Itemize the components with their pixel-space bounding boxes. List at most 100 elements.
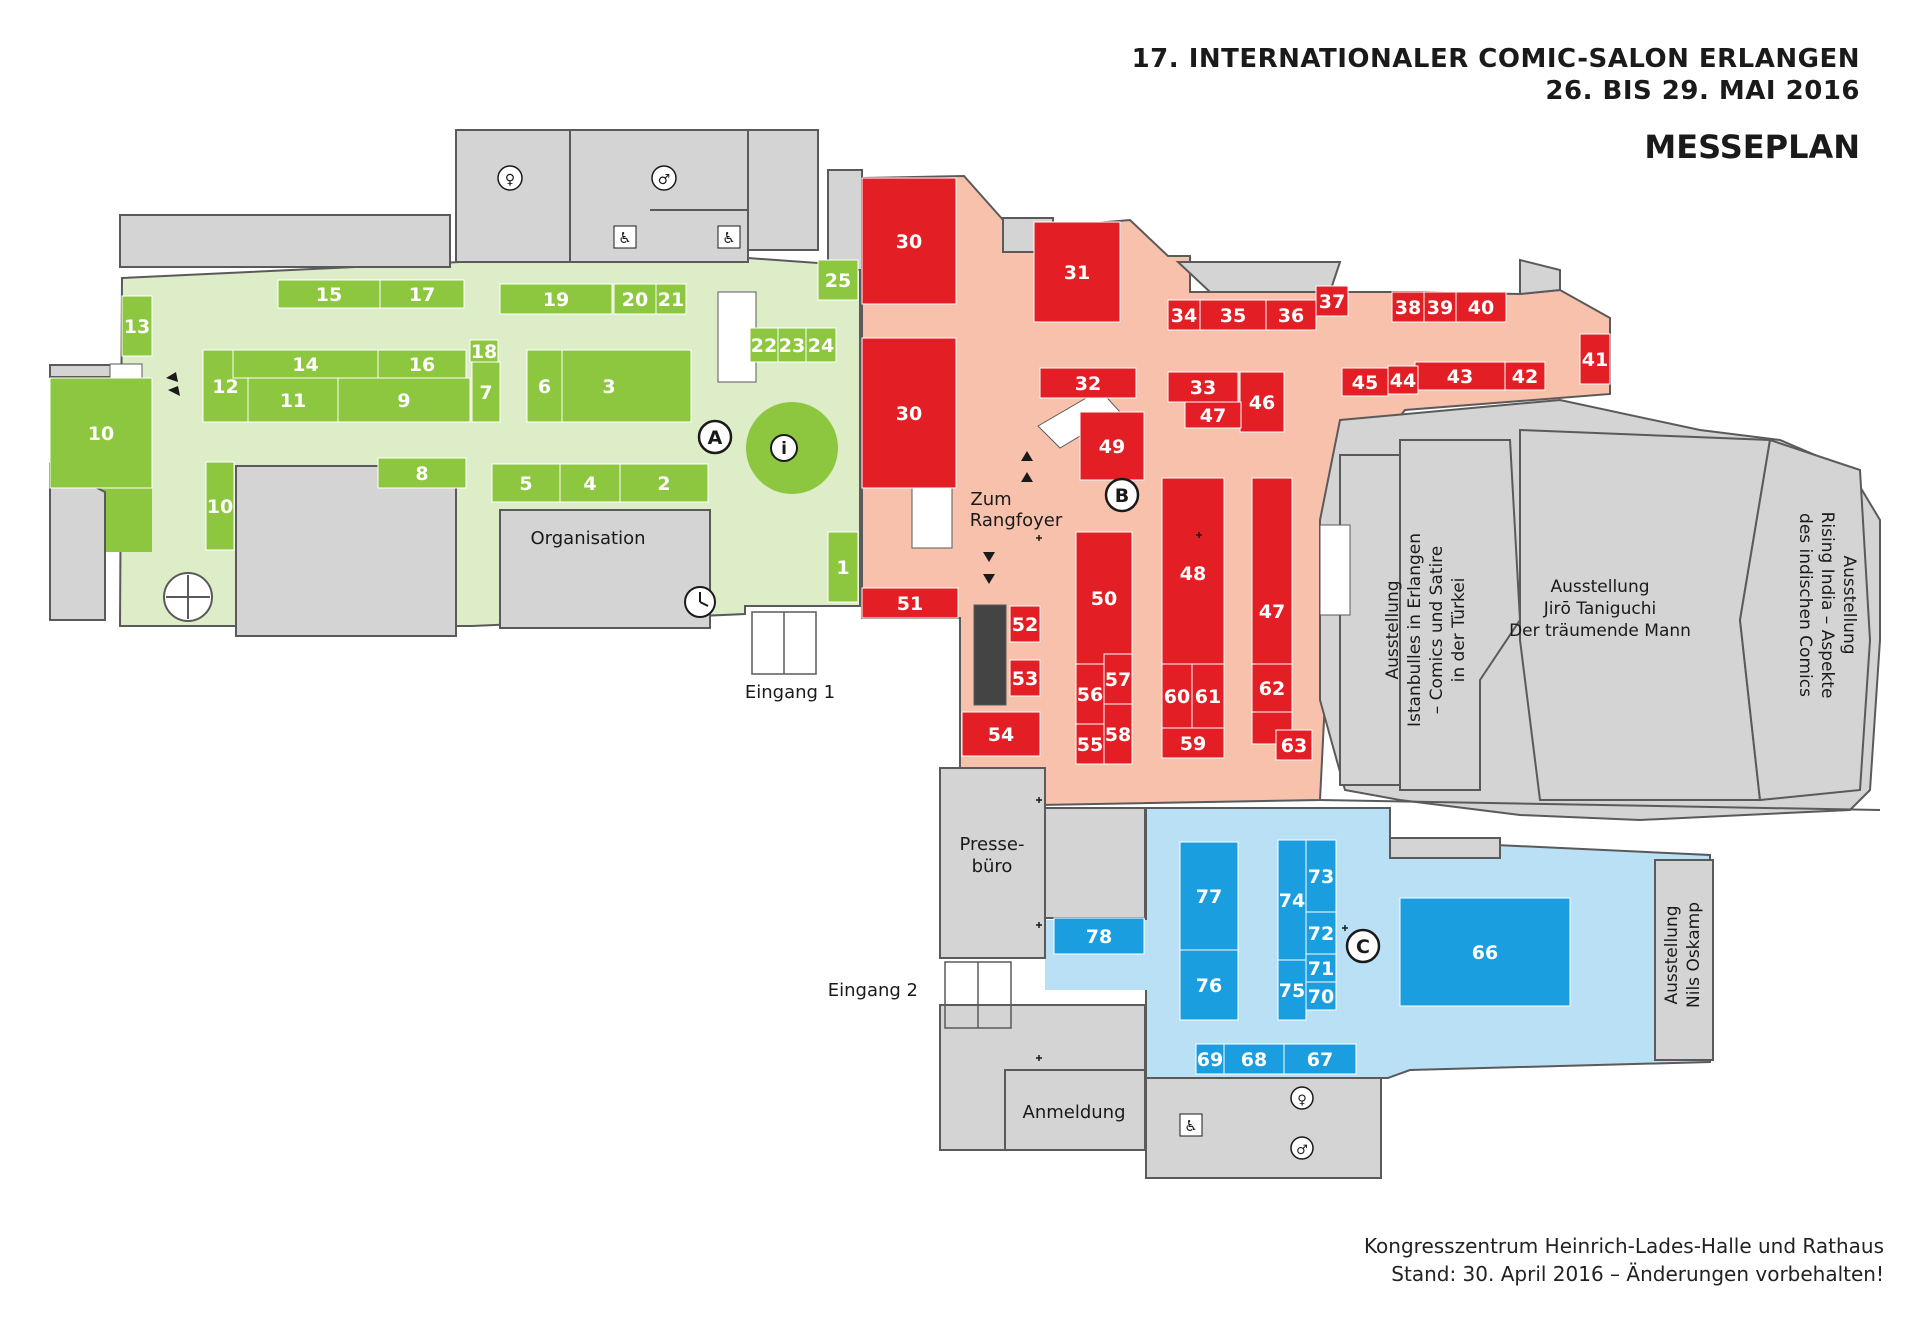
booth-15[interactable]: 15: [277, 279, 381, 309]
booth-68[interactable]: 68: [1223, 1043, 1285, 1075]
booth-number: 25: [825, 270, 851, 292]
svg-text:Nils Oskamp: Nils Oskamp: [1684, 902, 1704, 1008]
booth-67[interactable]: 67: [1283, 1043, 1357, 1075]
booth-73[interactable]: 73: [1305, 839, 1337, 913]
booth-70[interactable]: 70: [1305, 981, 1337, 1011]
entrance-1-label: Eingang 1: [745, 682, 835, 703]
booth-number: 18: [471, 341, 497, 363]
booth-47[interactable]: 47: [1184, 401, 1242, 429]
booth-22[interactable]: 22: [749, 327, 779, 363]
booth-shape: [1579, 333, 1611, 385]
wc-men-icon: ♂: [651, 165, 677, 191]
booth-53[interactable]: 53: [1009, 659, 1041, 697]
booth-74[interactable]: 74: [1277, 839, 1307, 961]
booth-69[interactable]: 69: [1195, 1043, 1225, 1075]
booth-43[interactable]: 43: [1414, 361, 1506, 391]
booth-55[interactable]: 55: [1075, 723, 1105, 765]
booth-58[interactable]: 58: [1103, 703, 1133, 765]
booth-49[interactable]: 49: [1079, 411, 1145, 481]
booth-number: 70: [1308, 986, 1334, 1008]
booth-10[interactable]: 10: [205, 461, 235, 551]
booth-2[interactable]: 2: [619, 463, 709, 503]
booth-36[interactable]: 36: [1265, 299, 1317, 331]
booth-shape: [1277, 839, 1307, 961]
booth-77[interactable]: 77: [1179, 841, 1239, 951]
booth-54[interactable]: 54: [961, 711, 1041, 757]
booth-number: 76: [1196, 975, 1222, 997]
booth-30[interactable]: 30: [861, 337, 957, 489]
booth-51[interactable]: 51: [861, 587, 959, 619]
booth-78[interactable]: 78: [1053, 917, 1145, 955]
booth-75[interactable]: 75: [1277, 959, 1307, 1021]
booth-72[interactable]: 72: [1305, 911, 1337, 955]
booth-shape: [1103, 653, 1133, 705]
booth-shape: [379, 279, 465, 309]
booth-1[interactable]: 1: [827, 531, 859, 603]
booth-13[interactable]: 13: [121, 295, 153, 357]
booth-63[interactable]: 63: [1275, 729, 1313, 761]
booth-5[interactable]: 5: [491, 463, 561, 503]
wheelchair-icon: ♿: [613, 225, 637, 249]
booth-4[interactable]: 4: [559, 463, 621, 503]
svg-text:Jirō Taniguchi: Jirō Taniguchi: [1543, 599, 1656, 619]
booth-61[interactable]: 61: [1191, 663, 1225, 729]
building-zone-a: [49, 129, 863, 637]
booth-34[interactable]: 34: [1167, 299, 1201, 331]
booth-9[interactable]: 9: [337, 377, 471, 423]
booth-39[interactable]: 39: [1423, 291, 1457, 323]
booth-40[interactable]: 40: [1455, 291, 1507, 323]
booth-37[interactable]: 37: [1315, 285, 1349, 317]
booth-number: 10: [207, 496, 233, 518]
booth-shape: [805, 327, 837, 363]
booth-number: 59: [1180, 733, 1206, 755]
booth-32[interactable]: 32: [1039, 367, 1137, 399]
booth-10[interactable]: 10: [49, 377, 153, 489]
booth-shape: [526, 349, 563, 423]
booth-52[interactable]: 52: [1009, 605, 1041, 643]
booth-44[interactable]: 44: [1387, 365, 1419, 395]
booth-66[interactable]: 66: [1399, 897, 1571, 1007]
booth-38[interactable]: 38: [1391, 291, 1425, 323]
booth-41[interactable]: 41: [1579, 333, 1611, 385]
booth-shape: [1399, 897, 1571, 1007]
booth-8[interactable]: 8: [377, 457, 467, 489]
booth-48[interactable]: 48: [1161, 477, 1225, 669]
booth-46[interactable]: 46: [1239, 371, 1285, 433]
booth-50[interactable]: 50: [1075, 531, 1133, 665]
info-point[interactable]: i: [746, 402, 838, 494]
booth-6[interactable]: 6: [526, 349, 563, 423]
booth-35[interactable]: 35: [1199, 299, 1267, 331]
booth-25[interactable]: 25: [817, 259, 859, 301]
booth-33[interactable]: 33: [1167, 371, 1239, 403]
booth-59[interactable]: 59: [1161, 727, 1225, 759]
booth-14[interactable]: 14: [232, 349, 379, 379]
booth-number: 49: [1099, 436, 1125, 458]
booth-31[interactable]: 31: [1033, 221, 1121, 323]
booth-45[interactable]: 45: [1341, 367, 1389, 397]
booth-number: 63: [1281, 735, 1307, 757]
booth-42[interactable]: 42: [1504, 361, 1546, 391]
booth-57[interactable]: 57: [1103, 653, 1133, 705]
booth-7[interactable]: 7: [471, 361, 501, 423]
booth-number: 17: [409, 284, 435, 306]
booth-18[interactable]: 18: [469, 339, 499, 363]
booth-24[interactable]: 24: [805, 327, 837, 363]
booth-30[interactable]: 30: [861, 177, 957, 305]
booth-60[interactable]: 60: [1161, 663, 1193, 729]
booth-number: 3: [602, 376, 615, 398]
booth-56[interactable]: 56: [1075, 663, 1105, 725]
first-aid-icon: [1036, 532, 1348, 1061]
booth-76[interactable]: 76: [1179, 949, 1239, 1021]
booth-23[interactable]: 23: [777, 327, 807, 363]
booth-71[interactable]: 71: [1305, 953, 1337, 983]
booth-number: 10: [88, 423, 114, 445]
booth-16[interactable]: 16: [377, 349, 467, 379]
booth-11[interactable]: 11: [247, 377, 339, 423]
rangfoyer-label-1: Zum: [970, 489, 1011, 510]
booth-20[interactable]: 20: [613, 283, 657, 315]
booth-62[interactable]: 62: [1251, 663, 1293, 713]
booth-19[interactable]: 19: [499, 283, 613, 315]
booth-21[interactable]: 21: [655, 283, 687, 315]
booth-number: 58: [1105, 724, 1131, 746]
booth-17[interactable]: 17: [379, 279, 465, 309]
